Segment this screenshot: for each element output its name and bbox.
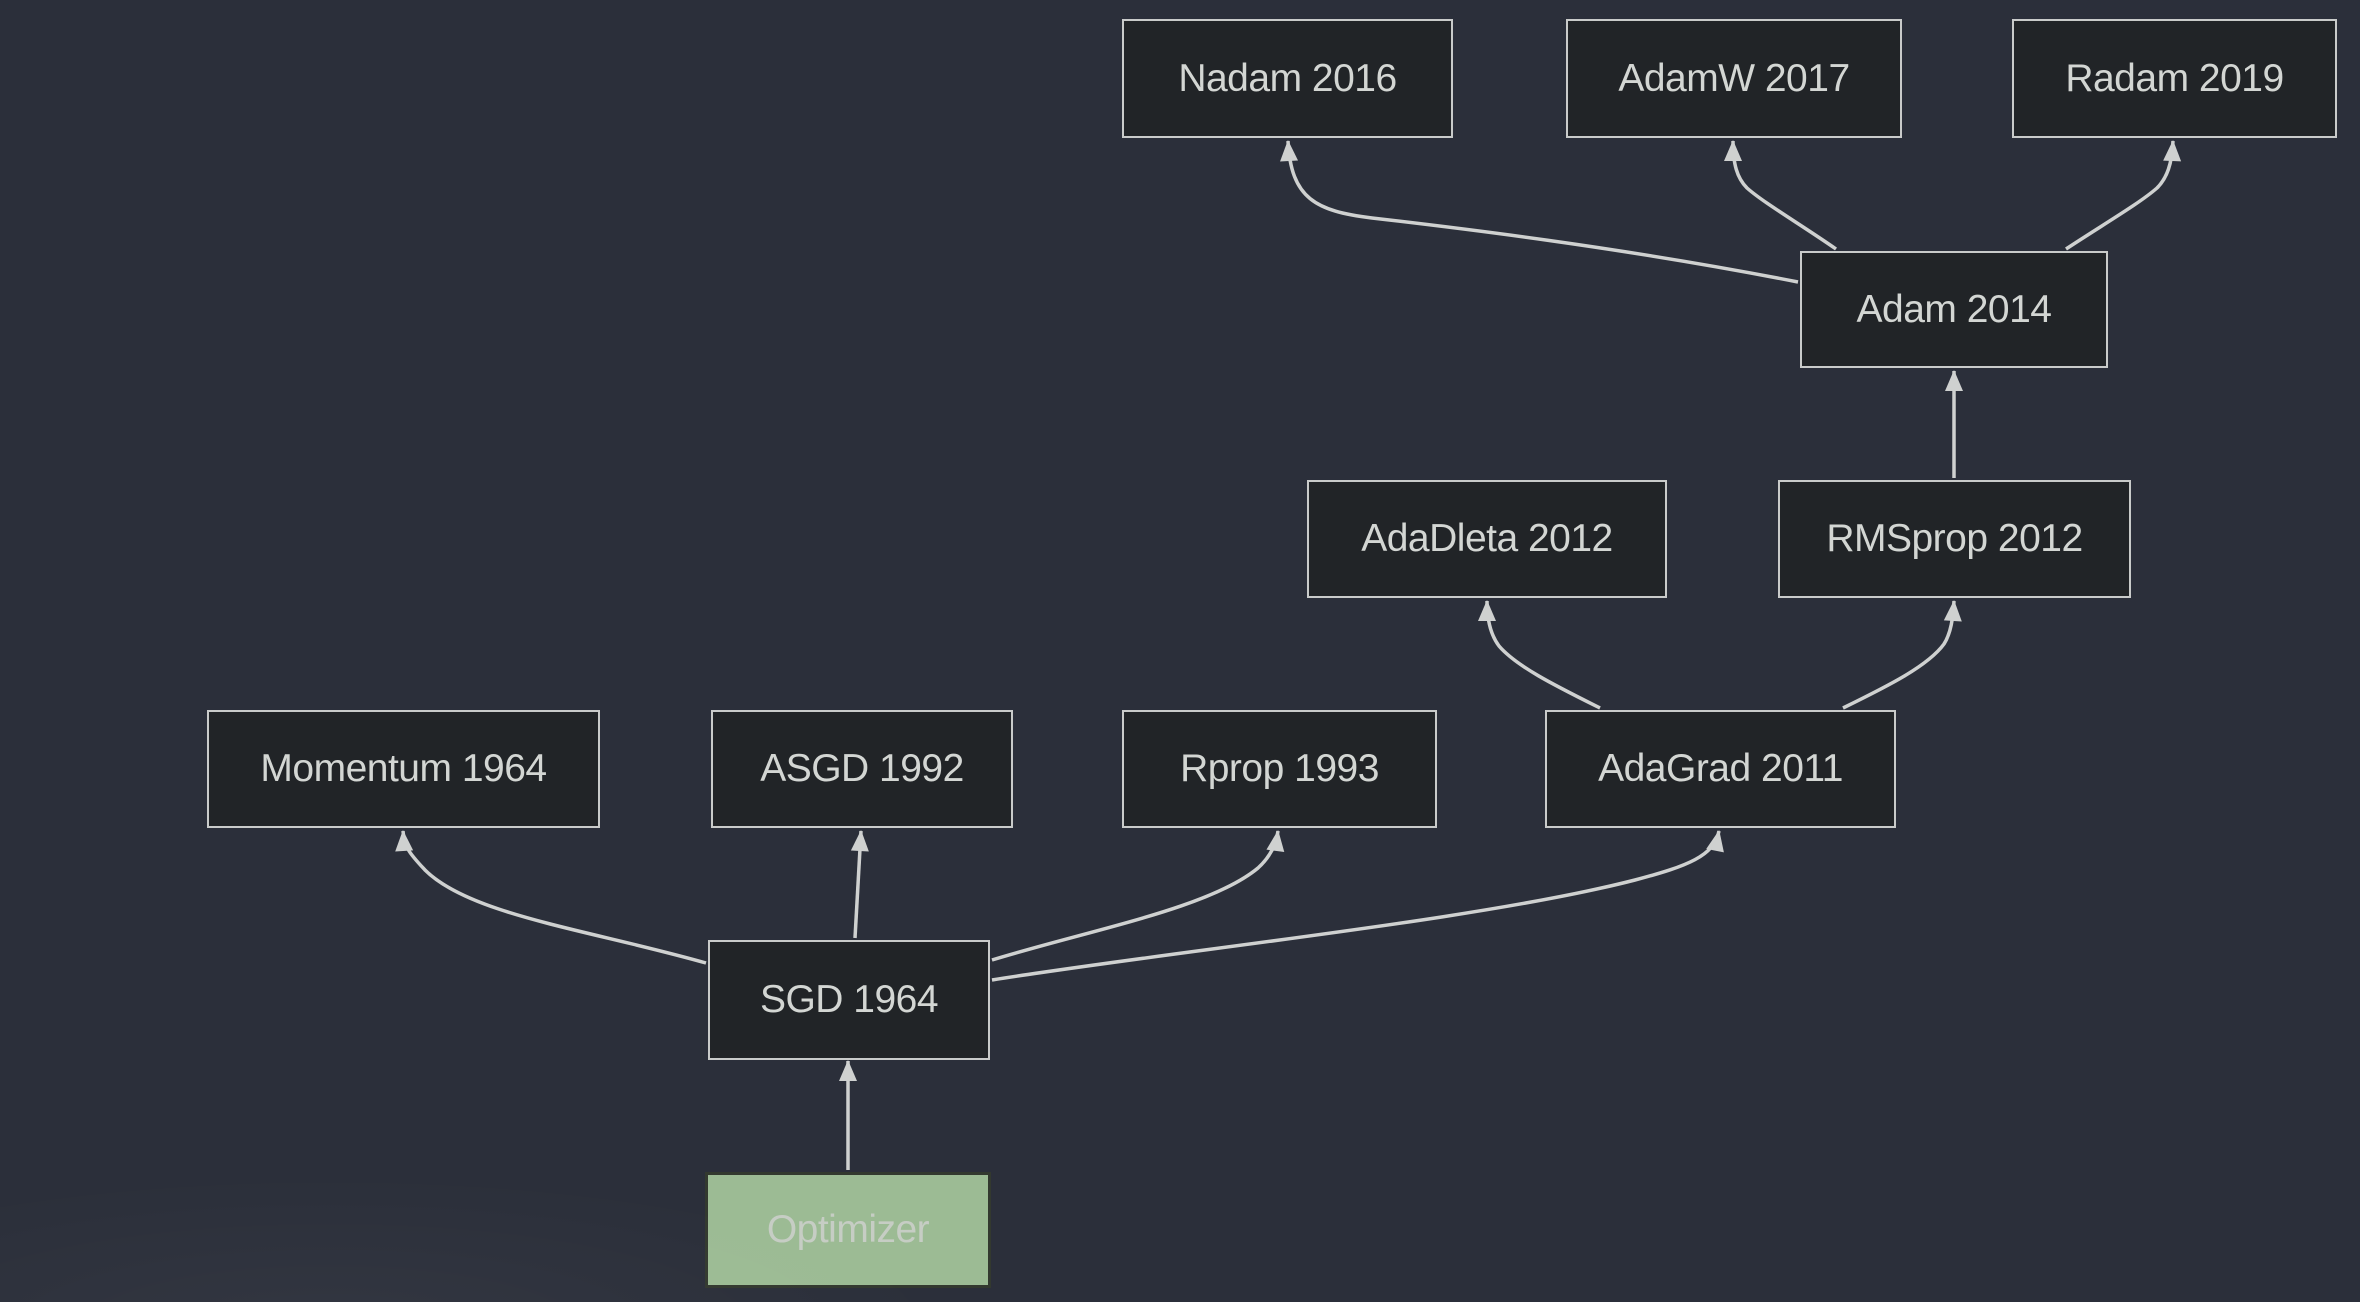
node-nadam-2016: Nadam 2016 xyxy=(1122,19,1453,138)
edge-adam-to-radam xyxy=(2065,140,2182,251)
node-adadleta-label: AdaDleta 2012 xyxy=(1361,517,1613,560)
node-adam-label: Adam 2014 xyxy=(1856,287,2052,331)
node-rprop-1993: Rprop 1993 xyxy=(1122,710,1437,828)
node-momentum-label: Momentum 1964 xyxy=(260,747,547,790)
node-sgd-label: SGD 1964 xyxy=(759,978,939,1021)
node-adadleta-2012: AdaDleta 2012 xyxy=(1307,480,1667,598)
node-rmsprop-label: RMSprop 2012 xyxy=(1826,517,2083,560)
edge-sgd-to-momentum xyxy=(395,830,707,965)
node-asgd-1992: ASGD 1992 xyxy=(711,710,1013,828)
node-radam-2019: Radam 2019 xyxy=(2012,19,2337,138)
edge-adam-to-nadam xyxy=(1280,140,1799,284)
node-radam-label: Radam 2019 xyxy=(2065,56,2284,100)
edge-adagrad-to-rmsprop xyxy=(1842,600,1962,710)
edge-adam-to-adamw xyxy=(1724,140,1837,251)
node-asgd-label: ASGD 1992 xyxy=(760,747,964,790)
edge-sgd-to-asgd xyxy=(850,830,869,939)
node-sgd-1964: SGD 1964 xyxy=(708,940,990,1060)
node-adam-2014: Adam 2014 xyxy=(1800,251,2108,368)
node-adamw-label: AdamW 2017 xyxy=(1618,56,1850,100)
node-rmsprop-2012: RMSprop 2012 xyxy=(1778,480,2131,598)
edge-sgd-to-rprop xyxy=(991,830,1285,962)
node-rprop-label: Rprop 1993 xyxy=(1180,747,1379,790)
node-adagrad-label: AdaGrad 2011 xyxy=(1598,747,1843,790)
node-nadam-label: Nadam 2016 xyxy=(1178,56,1397,100)
node-optimizer: Optimizer xyxy=(705,1172,991,1288)
node-adamw-2017: AdamW 2017 xyxy=(1566,19,1902,138)
node-adagrad-2011: AdaGrad 2011 xyxy=(1545,710,1896,828)
edge-adagrad-to-adadleta xyxy=(1478,600,1601,710)
node-optimizer-label: Optimizer xyxy=(766,1208,930,1251)
node-momentum-1964: Momentum 1964 xyxy=(207,710,600,828)
edge-sgd-to-adagrad xyxy=(991,830,1724,982)
